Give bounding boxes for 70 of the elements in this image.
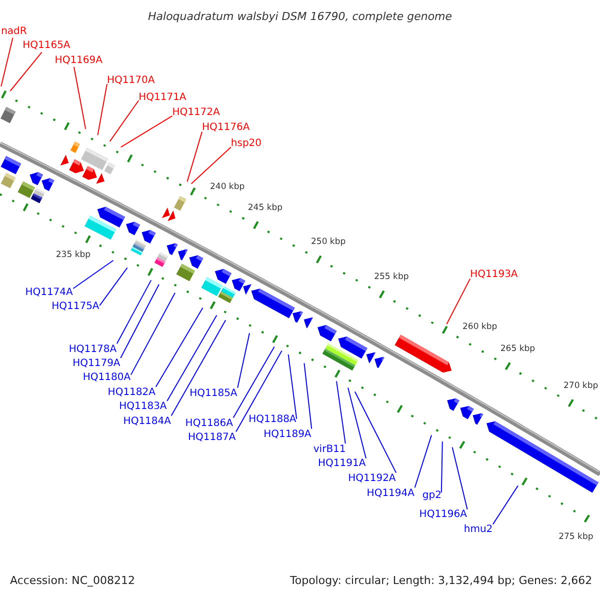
leader-line bbox=[97, 84, 108, 136]
gene-label: HQ1185A bbox=[190, 388, 238, 400]
gene-label: HQ1170A bbox=[107, 75, 155, 87]
gene-label: HQ1183A bbox=[119, 401, 167, 413]
leader-line bbox=[130, 292, 176, 376]
gene-label: HQ1169A bbox=[54, 55, 102, 67]
gene-label: hmu2 bbox=[464, 524, 493, 536]
scale-label: 275 kbp bbox=[558, 532, 594, 542]
scale-label: 235 kbp bbox=[56, 250, 91, 260]
gene-label: virB11 bbox=[313, 444, 346, 456]
leader-line bbox=[120, 284, 160, 358]
gene-label: nadR bbox=[1, 26, 27, 38]
scale-label: 245 kbp bbox=[248, 202, 283, 212]
leader-line bbox=[120, 115, 173, 148]
leader-line bbox=[440, 441, 443, 493]
gene-label: HQ1171A bbox=[138, 92, 186, 104]
leader-line bbox=[304, 362, 312, 430]
gene-label: HQ1174A bbox=[25, 286, 73, 299]
leader-line bbox=[155, 307, 204, 388]
leader-line bbox=[236, 350, 282, 432]
leader-line bbox=[446, 278, 471, 325]
leader-line bbox=[336, 380, 346, 444]
leader-line bbox=[452, 446, 468, 510]
gene-label: HQ1175A bbox=[52, 301, 100, 314]
gene-label: HQ1165A bbox=[22, 40, 70, 52]
gene-label: HQ1176A bbox=[202, 122, 250, 134]
leader-line bbox=[354, 391, 397, 474]
footer-note: Accession: NC_008212 bbox=[10, 574, 136, 587]
scale-label: 265 kbp bbox=[500, 344, 536, 354]
gene-label: HQ1187A bbox=[188, 432, 236, 444]
leader-line bbox=[10, 52, 42, 92]
gene-label: HQ1184A bbox=[123, 416, 171, 428]
scale-label: 240 kbp bbox=[210, 182, 245, 192]
leader-line bbox=[288, 354, 298, 420]
leader-line bbox=[190, 146, 232, 184]
leader-line bbox=[74, 66, 86, 130]
leader-line bbox=[99, 267, 128, 306]
gene-label: HQ1192A bbox=[348, 472, 396, 485]
leader-line bbox=[170, 320, 226, 416]
leader-line bbox=[166, 314, 218, 402]
map-title: Haloquadratum walsbyi DSM 16790, complete genome bbox=[148, 10, 452, 23]
footer-note: Topology: circular; Length: 3,132,494 bp; Genes: 2,662 bbox=[290, 574, 592, 587]
scale-label: 270 kbp bbox=[564, 380, 598, 391]
gene-label: gp2 bbox=[422, 490, 442, 502]
gene-label: HQ1172A bbox=[172, 106, 220, 119]
gene-label: HQ1194A bbox=[366, 488, 414, 500]
gene-label: HQ1188A bbox=[248, 414, 296, 426]
leader-line bbox=[116, 280, 152, 344]
leader-line bbox=[414, 434, 432, 488]
gene-label: HQ1193A bbox=[470, 268, 518, 280]
scale-label: 260 kbp bbox=[462, 322, 498, 332]
leader-line bbox=[72, 260, 114, 289]
gene-label: hsp20 bbox=[230, 138, 262, 150]
gene-label: HQ1179A bbox=[72, 358, 120, 370]
gene-label: HQ1191A bbox=[318, 458, 366, 470]
leader-line bbox=[492, 485, 518, 525]
gene-label: HQ1189A bbox=[264, 428, 312, 441]
scale-label: 250 kbp bbox=[311, 236, 346, 247]
leader-line bbox=[232, 346, 275, 418]
gene-label: HQ1196A bbox=[419, 509, 467, 522]
scale-label: 255 kbp bbox=[374, 272, 409, 282]
gene-label: HQ1178A bbox=[68, 344, 117, 356]
leader-line bbox=[237, 332, 250, 388]
leader-line bbox=[348, 387, 366, 459]
leader-line bbox=[0, 37, 14, 87]
gene-label: HQ1180A bbox=[82, 372, 131, 384]
leader-line bbox=[186, 131, 202, 182]
gene-label: HQ1186A bbox=[185, 418, 233, 430]
gene-label: HQ1182A bbox=[108, 386, 156, 399]
leader-line bbox=[109, 100, 140, 142]
